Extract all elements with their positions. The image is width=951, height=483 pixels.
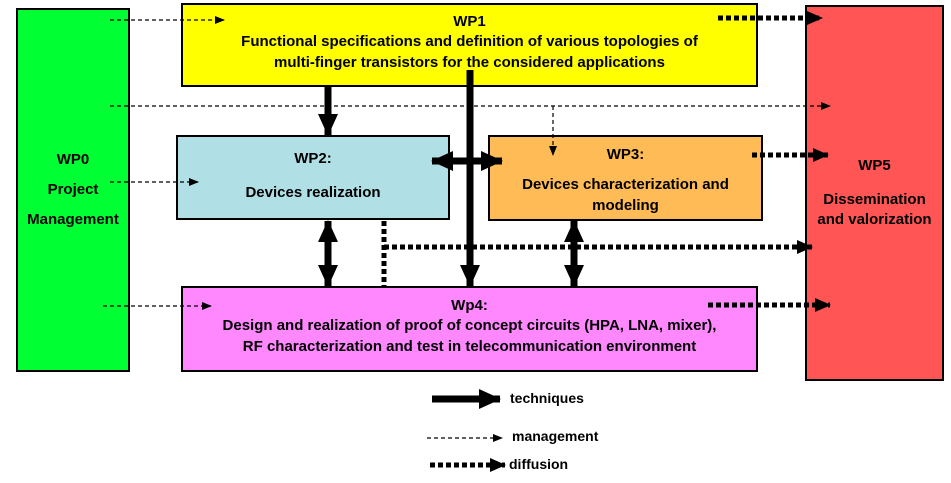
wp4-title: Wp4: (451, 297, 488, 314)
wp2-box: WP2: Devices realization (176, 135, 450, 220)
wp5-title: WP5 (858, 156, 891, 174)
wp4-line1: Design and realization of proof of conce… (222, 317, 717, 335)
wp0-box: WP0 Project Management (16, 8, 130, 372)
wp1-title: WP1 (453, 13, 486, 30)
wp0-line1: Project (47, 180, 99, 198)
wp3-line1: Devices characterization and (522, 176, 729, 194)
wp2-line1: Devices realization (245, 184, 381, 202)
wp4-line2: RF characterization and test in telecomm… (242, 337, 697, 355)
wp3-line2: modeling (592, 196, 659, 214)
wp3-box: WP3: Devices characterization and modeli… (488, 135, 763, 221)
wp2-title: WP2: (294, 150, 332, 167)
legend-management-label: management (512, 428, 599, 444)
wp3-title: WP3: (606, 146, 645, 163)
wp1-line1: Functional specifications and definition… (241, 33, 698, 51)
wp0-title: WP0 (56, 150, 90, 168)
legend-techniques-label: techniques (510, 390, 584, 406)
wp1-line2: multi-finger transistors for the conside… (274, 53, 665, 71)
wp5-line2: and valorization (817, 211, 932, 229)
wp4-box: Wp4: Design and realization of proof of … (181, 286, 758, 372)
wp0-line2: Management (27, 211, 119, 229)
wp5-box: WP5 Dissemination and valorization (805, 5, 944, 381)
wp5-line1: Dissemination (823, 190, 926, 208)
legend-diffusion-label: diffusion (509, 456, 569, 472)
